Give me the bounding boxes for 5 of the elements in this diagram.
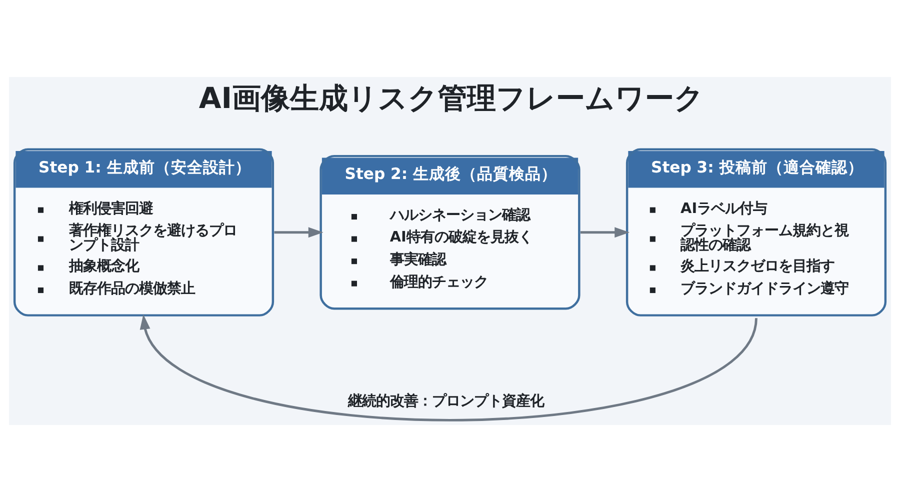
edge-label: 継続的改善：プロンプト資産化 [348, 393, 544, 410]
arrow [274, 227, 324, 238]
diagram-title: AI画像生成リスク管理フレームワーク [198, 80, 704, 115]
arrow [140, 314, 758, 422]
arrow [580, 227, 630, 238]
